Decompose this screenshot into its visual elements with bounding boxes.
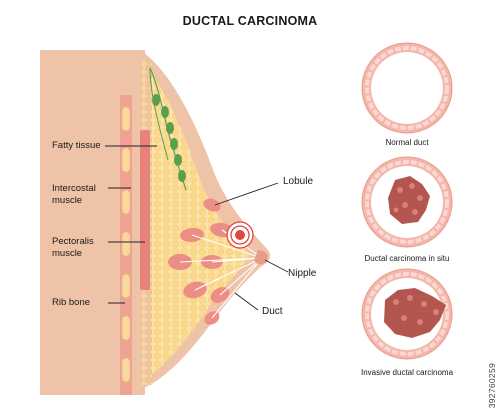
label-rib-bone: Rib bone [52,297,91,308]
caption-normal-duct: Normal duct [385,138,429,147]
stock-id: 392760259 [487,362,497,408]
caption-idc: Invasive ductal carcinoma [360,368,454,377]
chest-skin [40,50,145,395]
caption-dcis: Ductal carcinoma in situ [364,254,450,263]
label-nipple: Nipple [288,268,317,279]
fatty-tissue-region [140,60,250,380]
duct-normal [361,42,453,134]
nipple [254,250,268,265]
label-duct: Duct [262,306,283,317]
label-pectoralis-2: muscle [52,248,83,259]
label-intercostal-2: muscle [52,195,83,206]
label-lobule: Lobule [283,176,314,187]
duct-invasive [361,268,453,360]
duct-in-situ [361,156,453,248]
label-intercostal-1: Intercostal [52,183,96,194]
ducts-lines [179,229,263,319]
diagram-title: DUCTAL CARCINOMA [182,14,318,28]
label-fatty-tissue: Fatty tissue [52,140,101,151]
lymph-nodes [149,67,187,191]
rib-bones [121,106,131,383]
tumor-marker [226,221,254,249]
label-pectoralis-1: Pectoralis [52,236,94,247]
leader-lines [105,145,289,311]
pectoralis-muscle [140,130,150,290]
